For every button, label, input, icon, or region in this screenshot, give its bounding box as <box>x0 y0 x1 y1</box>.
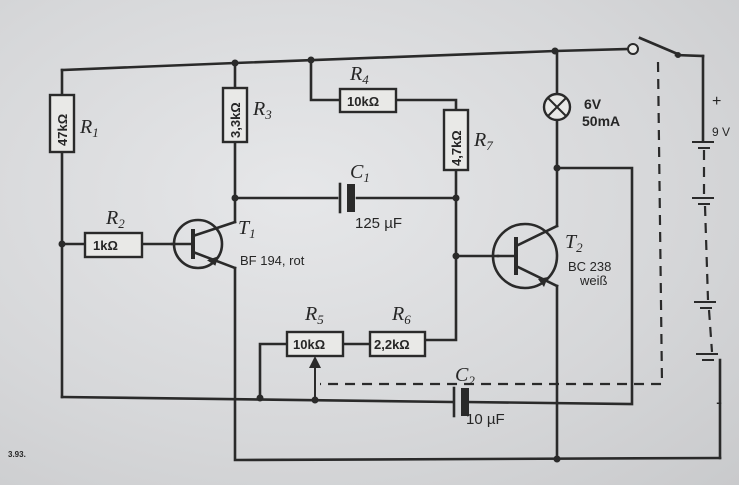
t2-label: T2 <box>565 231 583 255</box>
t2-type-line1: BC 238 <box>568 259 611 274</box>
battery-voltage: 9 V <box>712 125 730 139</box>
resistor-r1: 47kΩ R1 <box>48 93 99 154</box>
resistor-r5: 10kΩ R5 <box>285 303 345 368</box>
r5-value: 10kΩ <box>293 337 325 352</box>
r4-value: 10kΩ <box>347 94 379 109</box>
r1-label: R1 <box>79 116 99 140</box>
junction <box>256 394 264 402</box>
junction <box>307 56 315 64</box>
lamp-voltage: 6V <box>584 96 602 112</box>
c1-value: 125 µF <box>355 215 402 232</box>
junction <box>231 59 239 67</box>
r1-value: 47kΩ <box>55 114 70 146</box>
t1-label: T1 <box>238 217 256 241</box>
lamp-current: 50mA <box>582 113 620 129</box>
switch <box>627 36 705 58</box>
resistor-r7: 4,7kΩ R7 <box>442 108 493 172</box>
r4-label: R4 <box>349 63 369 87</box>
c2-value: 10 µF <box>466 411 505 428</box>
r5-wiper-arrow <box>309 356 321 368</box>
junction <box>231 194 239 202</box>
transistor-t1: T1 BF 194, rot <box>170 217 305 270</box>
junction <box>452 252 460 260</box>
battery-plus: + <box>712 93 721 110</box>
junction <box>551 47 559 55</box>
figure-number: 3.93. <box>8 450 26 459</box>
junction <box>58 240 66 248</box>
junction <box>553 455 561 463</box>
c1-label: C1 <box>350 161 370 185</box>
top-rail-wire <box>60 47 631 72</box>
lamp: 6V 50mA <box>542 92 620 129</box>
junction <box>553 164 561 172</box>
resistor-r6: 2,2kΩ R6 <box>368 303 427 358</box>
r7-wire <box>423 168 458 342</box>
r7-label: R7 <box>473 129 493 153</box>
capacitor-c1: C1 125 µF <box>338 161 402 232</box>
resistor-r2: 1kΩ R2 <box>83 207 144 259</box>
switch-linkage-dashed <box>320 61 664 386</box>
r4-wire <box>309 58 458 112</box>
r5-r6-wire <box>258 342 372 400</box>
t2-type-line2: weiß <box>579 273 608 288</box>
battery-minus: - <box>716 392 722 412</box>
t1-emitter-ground <box>233 266 722 462</box>
r6-value: 2,2kΩ <box>374 337 410 352</box>
t1-type: BF 194, rot <box>240 253 305 268</box>
junction <box>452 194 460 202</box>
r5-label: R5 <box>304 303 324 327</box>
junctions <box>58 47 561 463</box>
r3-value: 3,3kΩ <box>228 102 243 138</box>
r2-label: R2 <box>105 207 125 231</box>
r2-value: 1kΩ <box>93 238 118 253</box>
c2-label: C2 <box>455 364 475 388</box>
transistor-t2: T2 BC 238 weiß <box>491 222 611 290</box>
battery-cells-dashed <box>702 150 714 353</box>
battery: + 9 V - <box>692 93 730 412</box>
r6-label: R6 <box>391 303 411 327</box>
resistor-r3: 3,3kΩ R3 <box>221 86 272 144</box>
r3-label: R3 <box>252 98 272 122</box>
resistor-r4: 10kΩ R4 <box>338 63 398 114</box>
junction <box>311 396 319 404</box>
r7-value: 4,7kΩ <box>449 130 464 166</box>
capacitor-c2: C2 10 µF <box>452 364 505 428</box>
